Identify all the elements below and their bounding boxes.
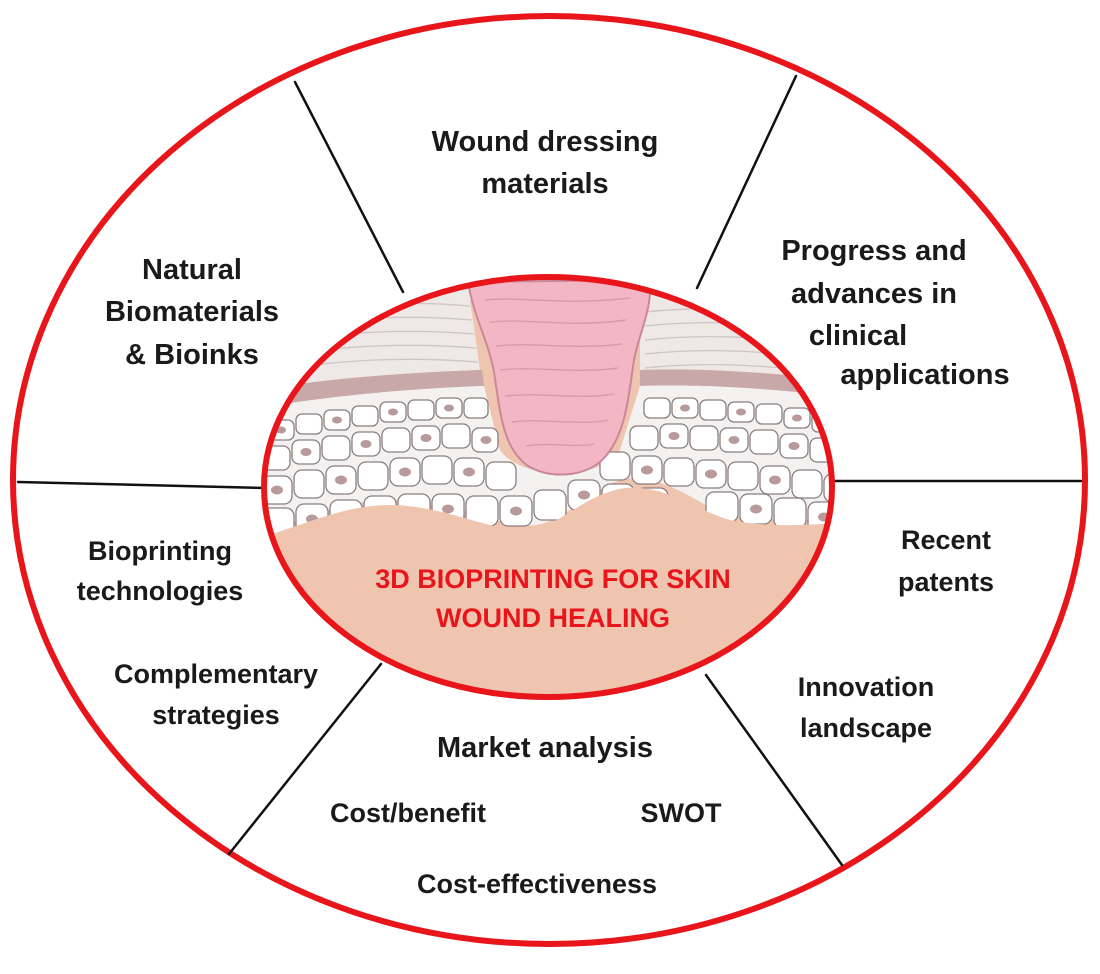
progress-line3: clinical [809,320,907,352]
wound-crater [466,278,652,476]
natural-line2: Biomaterials [105,296,279,328]
divider-left [16,480,268,490]
divider-bottom-right [704,673,844,867]
wound-texture [484,297,631,447]
bioprinting-line1: Bioprinting [88,536,232,566]
market-cost-benefit: Cost/benefit [330,798,486,828]
progress-line4: applications [840,359,1009,391]
natural-line3: & Bioinks [125,339,259,371]
center-ring [261,274,835,700]
segment-market: Market analysis Cost/benefit SWOT Cost-e… [330,732,722,899]
wound-dressing-line1: Wound dressing [432,126,659,158]
wound-dressing-line2: materials [481,168,608,200]
patents-line2: patents [898,567,994,597]
progress-line1: Progress and [781,235,966,267]
market-swot: SWOT [641,798,722,828]
complementary-line1: Complementary [114,659,318,689]
bioprinting-line2: technologies [77,576,244,606]
divider-top-left [293,80,405,294]
granular-band [264,370,484,410]
segment-patents: Recent patents Innovation landscape [798,525,994,743]
divider-top-right [695,74,798,290]
segment-natural-biomaterials: Natural Biomaterials & Bioinks [105,254,279,371]
divider-bottom-left [227,662,383,856]
center-title-line2: WOUND HEALING [436,603,670,633]
center-title-line1: 3D BIOPRINTING FOR SKIN [375,564,731,594]
innovation-line2: landscape [800,713,932,743]
market-title: Market analysis [437,732,653,764]
complementary-line2: strategies [152,700,280,730]
segment-progress: Progress and advances in clinical applic… [781,235,1009,391]
progress-line2: advances in [791,278,957,310]
market-cost-effectiveness: Cost-effectiveness [417,869,657,899]
innovation-line1: Innovation [798,672,935,702]
segment-bioprinting: Bioprinting technologies Complementary s… [77,536,318,730]
dermis-wave [264,487,832,697]
natural-line1: Natural [142,254,242,286]
segment-dividers [16,74,1083,867]
patents-line1: Recent [901,525,991,555]
segment-wound-dressing: Wound dressing materials [432,126,659,200]
